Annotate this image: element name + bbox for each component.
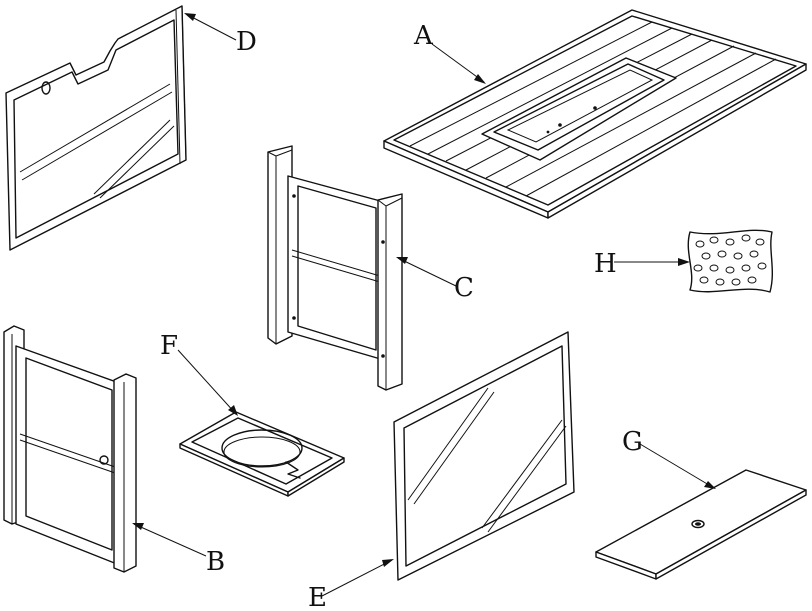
- part-c-side-frame: [267, 145, 403, 391]
- part-e-side-panel: [393, 331, 575, 581]
- label-h: H: [594, 249, 617, 279]
- label-c: C: [454, 273, 474, 303]
- label-g: G: [622, 427, 643, 457]
- part-f-ring-tray: [179, 411, 345, 497]
- part-g-flat-board: [595, 469, 807, 580]
- leader-lines: [132, 13, 716, 597]
- cushion-pattern: [693, 234, 767, 286]
- part-a-slatted-top: [383, 9, 807, 219]
- label-e: E: [308, 583, 327, 611]
- label-b: B: [206, 547, 225, 577]
- part-h-cushion: [687, 229, 773, 293]
- label-f: F: [160, 331, 178, 361]
- label-a: A: [413, 21, 434, 51]
- part-labels: A D C H F B E G: [160, 21, 643, 611]
- part-b-door-frame: [3, 325, 137, 573]
- label-d: D: [236, 27, 257, 57]
- part-d-back-frame: [5, 5, 187, 251]
